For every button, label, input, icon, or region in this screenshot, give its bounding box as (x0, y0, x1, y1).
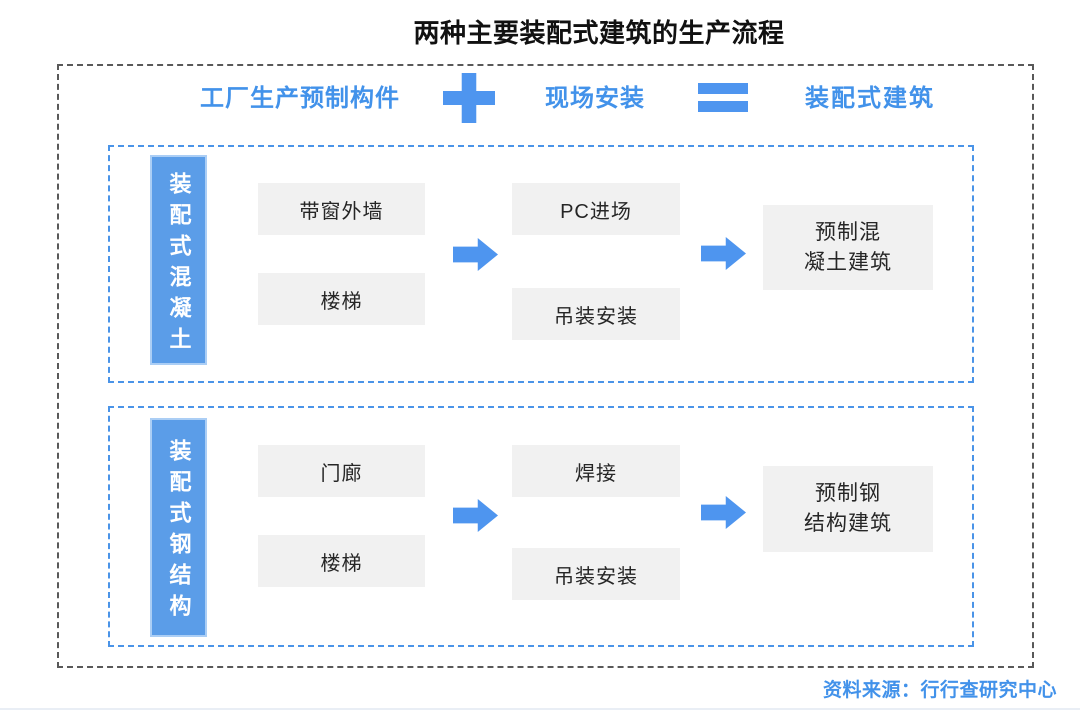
concrete-factory-item-1: 带窗外墙 (258, 183, 425, 235)
concrete-factory-item-2: 楼梯 (258, 273, 425, 325)
source-note: 资料来源：行行查研究中心 (822, 680, 1057, 701)
concrete-result-line-1: 预制混 (815, 220, 881, 244)
concrete-result-box: 预制混 凝土建筑 (763, 205, 933, 290)
concrete-site-item-2: 吊装安装 (512, 288, 680, 340)
section-concrete-side-label: 装配式混凝土 (150, 155, 207, 365)
section-concrete-side-label-text: 装配式混凝土 (166, 171, 192, 358)
section-steel-side-label: 装配式钢结构 (150, 418, 207, 637)
concrete-site-item-1: PC进场 (512, 183, 680, 235)
steel-result-line-2: 结构建筑 (804, 512, 892, 535)
steel-factory-item-1: 门廊 (258, 445, 425, 497)
steel-site-item-1: 焊接 (512, 445, 680, 497)
steel-result-box: 预制钢 结构建筑 (763, 466, 933, 552)
formula-onsite-label: 现场安装 (545, 85, 645, 112)
steel-factory-item-2: 楼梯 (258, 535, 425, 587)
formula-result-label: 装配式建筑 (805, 85, 935, 112)
concrete-result-line-2: 凝土建筑 (804, 250, 892, 274)
steel-site-item-2: 吊装安装 (512, 548, 680, 600)
formula-factory-label: 工厂生产预制构件 (200, 85, 400, 112)
section-steel-side-label-text: 装配式钢结构 (166, 439, 192, 625)
steel-result-line-1: 预制钢 (815, 482, 881, 505)
equals-icon (698, 83, 748, 112)
bottom-divider (0, 708, 1080, 710)
page-title: 两种主要装配式建筑的生产流程 (413, 18, 785, 48)
